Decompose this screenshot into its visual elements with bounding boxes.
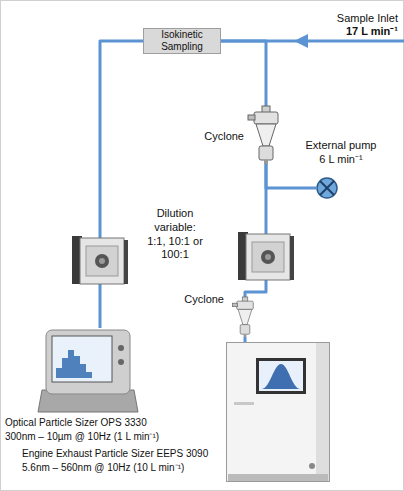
cyclone-cup	[259, 146, 273, 160]
eeps-cabinet	[227, 343, 330, 482]
tube-connector	[244, 337, 247, 342]
cyclone-outlet	[244, 334, 247, 337]
diluter-face	[246, 234, 290, 280]
eeps-strip	[234, 402, 254, 405]
pump-circle	[317, 178, 337, 198]
eeps-screen	[259, 361, 303, 391]
cyclone-cup	[240, 325, 250, 335]
diluter-edge	[124, 240, 128, 284]
node-title: Isokinetic Sampling	[144, 29, 220, 53]
diluter-knob-cap	[265, 254, 271, 260]
connector-layer	[100, 41, 316, 342]
diluter-knob	[261, 250, 275, 264]
diluter-face	[80, 238, 124, 284]
node-title: Engine Exhaust Particle Sizer EEPS 3090	[22, 448, 224, 461]
process-box: Isokinetic Sampling	[143, 28, 221, 54]
node-detail: 5.6nm – 560nm @ 10Hz (10 L min⁻¹)	[22, 462, 224, 475]
diluter-edge	[290, 236, 294, 280]
diluter-knob-cap	[99, 258, 105, 264]
pump-cross	[320, 181, 334, 195]
diluter-symbol	[72, 236, 128, 284]
inlet-arrow-head	[294, 34, 308, 48]
cyclone-cone	[238, 309, 252, 324]
diluter-panel	[252, 242, 284, 272]
annotation-label: Sample Inlet	[290, 12, 398, 26]
eeps-histogram	[262, 364, 300, 389]
cyclone-symbol: Cyclone	[248, 106, 284, 164]
pump-symbol	[316, 177, 338, 199]
instrument-symbol	[226, 342, 330, 482]
tube-connector	[221, 41, 266, 106]
ops-screen	[52, 336, 112, 382]
cyclone-symbol	[248, 106, 284, 164]
instrument-symbol: Optical Particle Sizer OPS 3330300nm – 1…	[38, 328, 138, 412]
cyclone-head	[254, 112, 278, 124]
eeps-screen-frame	[256, 358, 306, 394]
cyclone-port	[248, 115, 255, 120]
ops-button	[118, 345, 124, 351]
node-title: Cyclone	[180, 293, 224, 307]
eeps-logo	[309, 463, 315, 469]
annotation-label: Dilution variable: 1:1, 10:1 or 100:1	[145, 207, 205, 262]
cyclone-symbol: Cyclone	[228, 297, 262, 337]
node-title: Cyclone	[196, 130, 244, 144]
diluter-symbol	[238, 232, 294, 280]
cyclone-symbol	[228, 297, 262, 337]
annotation-label: 17 L min⁻¹	[290, 25, 398, 39]
diluter-panel	[86, 246, 118, 276]
node-title: External pump	[291, 139, 391, 153]
eeps-foot	[228, 474, 328, 481]
ops-button	[118, 359, 124, 365]
ops-body	[46, 330, 130, 394]
tube-connector	[266, 164, 316, 188]
instrument-symbol: Engine Exhaust Particle Sizer EEPS 30905…	[226, 342, 330, 482]
eeps-side	[316, 343, 329, 481]
pump-cross	[320, 181, 334, 195]
cyclone-port	[233, 303, 238, 306]
instrument-symbol	[38, 328, 138, 412]
node-detail: 6 L min⁻¹	[291, 153, 391, 167]
tube-connector	[100, 41, 143, 328]
cyclone-outlet	[264, 160, 268, 164]
cyclone-cone	[256, 124, 276, 146]
ops-histogram	[56, 350, 92, 378]
diluter-knob	[95, 254, 109, 268]
pump-symbol: External pump6 L min⁻¹	[316, 177, 338, 199]
cyclone-head	[237, 301, 254, 309]
